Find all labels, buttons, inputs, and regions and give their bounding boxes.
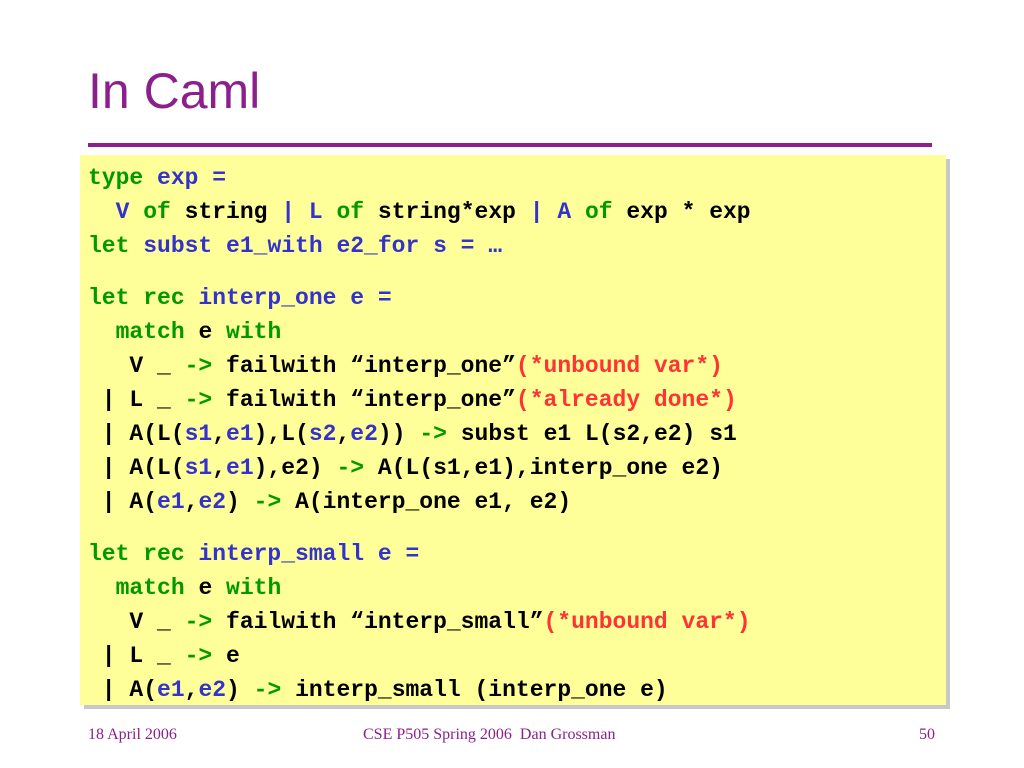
- code-line: V _ -> failwith “interp_small”(*unbound …: [88, 605, 751, 639]
- code-line: let rec interp_one e =: [88, 281, 751, 315]
- code-spacer: [88, 263, 751, 281]
- code-line: V of string | L of string*exp | A of exp…: [88, 195, 751, 229]
- code-text: failwith “interp_small”: [226, 609, 544, 635]
- code-identifier: e1: [157, 489, 185, 515]
- code-line: | A(e1,e2) -> A(interp_one e1, e2): [88, 485, 751, 519]
- code-text: failwith “interp_one”: [226, 353, 516, 379]
- code-text: | A(L(: [88, 455, 185, 481]
- code-line: | A(e1,e2) -> interp_small (interp_one e…: [88, 673, 751, 707]
- code-line: V _ -> failwith “interp_one”(*unbound va…: [88, 349, 751, 383]
- code-text: A(interp_one e1, e2): [295, 489, 572, 515]
- code-identifier: e2: [198, 489, 227, 515]
- code-line: | L _ -> e: [88, 639, 751, 673]
- code-comment: (*already done*): [515, 387, 737, 413]
- code-text: failwith “interp_one”: [226, 387, 516, 413]
- code-keyword: ->: [253, 489, 296, 515]
- code-identifier: e2: [198, 677, 227, 703]
- code-text: ): [226, 489, 254, 515]
- code-text: )): [377, 421, 420, 447]
- code-keyword: ->: [184, 387, 227, 413]
- code-identifier: | A: [529, 199, 585, 225]
- code-text: e: [198, 319, 227, 345]
- code-identifier: e2: [350, 421, 378, 447]
- code-text: | L _: [88, 387, 185, 413]
- code-identifier: s2: [308, 421, 337, 447]
- code-text: | A(: [88, 489, 158, 515]
- code-comment: (*unbound var*): [515, 353, 723, 379]
- footer-date: 18 April 2006: [88, 726, 177, 743]
- code-keyword: ->: [336, 455, 378, 481]
- code-keyword: with: [226, 319, 282, 345]
- code-keyword: ->: [184, 643, 227, 669]
- code-text: ,: [212, 455, 227, 481]
- code-line: match e with: [88, 571, 751, 605]
- slide-title: In Caml: [88, 63, 261, 119]
- code-text: | A(L(: [88, 421, 185, 447]
- code-listing: type exp = V of string | L of string*exp…: [88, 161, 751, 707]
- code-text: V _: [88, 353, 185, 379]
- code-text: e: [226, 643, 240, 669]
- code-line: | L _ -> failwith “interp_one”(*already …: [88, 383, 751, 417]
- code-keyword: ->: [184, 353, 227, 379]
- code-identifier: s1: [184, 455, 213, 481]
- code-spacer: [88, 519, 751, 537]
- code-keyword: ->: [419, 421, 461, 447]
- footer-course: CSE P505 Spring 2006 Dan Grossman: [363, 726, 616, 743]
- code-keyword: type: [88, 165, 158, 191]
- code-identifier: V: [115, 199, 144, 225]
- code-text: e: [198, 575, 227, 601]
- code-identifier: interp_small e =: [198, 541, 420, 567]
- code-text: exp * exp: [626, 199, 751, 225]
- code-text: subst e1 L(s2,e2) s1: [460, 421, 737, 447]
- code-identifier: interp_one e =: [198, 285, 392, 311]
- code-text: ,: [336, 421, 351, 447]
- code-identifier: e1: [226, 455, 254, 481]
- footer-page-number: 50: [919, 726, 935, 743]
- code-text: ,: [212, 421, 227, 447]
- code-identifier: subst e1_with e2_for s = …: [143, 233, 503, 259]
- code-text: ),e2): [253, 455, 337, 481]
- code-keyword: let: [88, 233, 144, 259]
- code-keyword: let rec: [88, 285, 199, 311]
- code-comment: (*unbound var*): [543, 609, 751, 635]
- code-identifier: exp =: [157, 165, 227, 191]
- code-keyword: ->: [253, 677, 296, 703]
- code-block: type exp = V of string | L of string*exp…: [80, 155, 946, 705]
- code-line: | A(L(s1,e1),L(s2,e2)) -> subst e1 L(s2,…: [88, 417, 751, 451]
- code-text: | L _: [88, 643, 185, 669]
- code-identifier: | L: [281, 199, 337, 225]
- title-underline: [88, 143, 932, 147]
- code-line: match e with: [88, 315, 751, 349]
- code-keyword: with: [226, 575, 282, 601]
- code-keyword: match: [115, 575, 199, 601]
- code-text: V _: [88, 609, 185, 635]
- code-identifier: s1: [184, 421, 213, 447]
- code-text: | A(: [88, 677, 158, 703]
- code-identifier: e1: [157, 677, 185, 703]
- code-text: ,: [184, 489, 199, 515]
- code-keyword: of: [336, 199, 378, 225]
- code-text: ),L(: [253, 421, 309, 447]
- code-line: | A(L(s1,e1),e2) -> A(L(s1,e1),interp_on…: [88, 451, 751, 485]
- code-keyword: of: [584, 199, 627, 225]
- code-line: type exp =: [88, 161, 751, 195]
- code-text: string: [184, 199, 282, 225]
- code-text: ,: [184, 677, 199, 703]
- code-text: interp_small (interp_one e): [295, 677, 668, 703]
- code-text: [88, 199, 116, 225]
- code-text: string*exp: [377, 199, 530, 225]
- code-text: A(L(s1,e1),interp_one e2): [377, 455, 723, 481]
- code-text: [88, 319, 116, 345]
- code-line: let subst e1_with e2_for s = …: [88, 229, 751, 263]
- code-keyword: ->: [184, 609, 227, 635]
- code-identifier: e1: [226, 421, 254, 447]
- code-keyword: match: [115, 319, 199, 345]
- code-text: [88, 575, 116, 601]
- code-text: ): [226, 677, 254, 703]
- code-keyword: let rec: [88, 541, 199, 567]
- code-keyword: of: [143, 199, 185, 225]
- code-line: let rec interp_small e =: [88, 537, 751, 571]
